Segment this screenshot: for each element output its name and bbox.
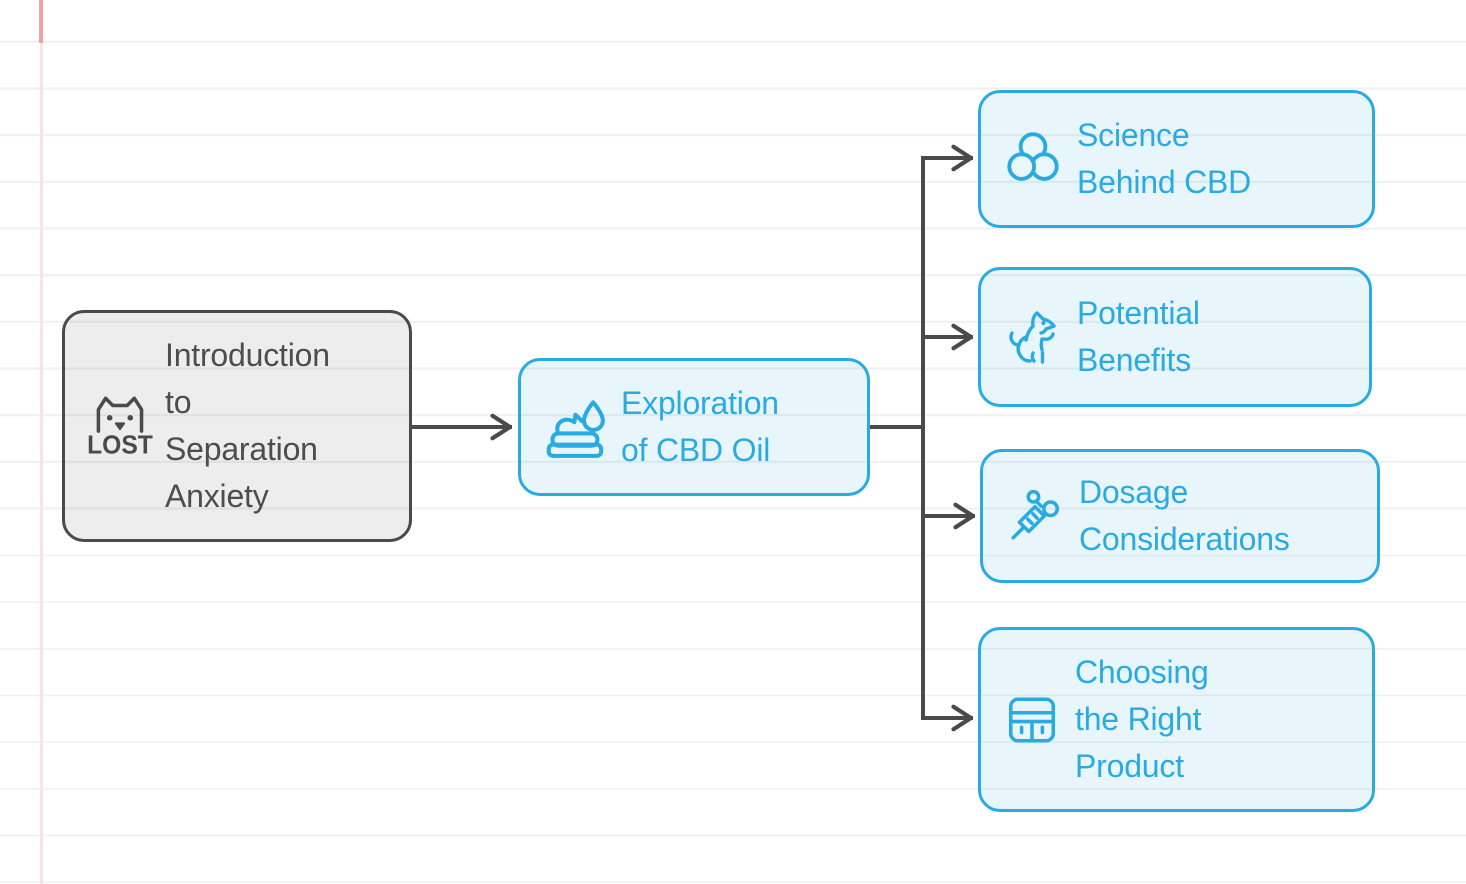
product-cabinet-icon <box>1008 696 1056 743</box>
node-introduction[interactable]: LOST Introduction to Separation Anxiety <box>62 310 412 542</box>
notebook-margin-line <box>40 0 43 884</box>
lost-pet-icon: LOST <box>87 396 153 460</box>
node-benefits[interactable]: Potential Benefits <box>978 267 1372 407</box>
node-product[interactable]: Choosing the Right Product <box>978 627 1375 812</box>
node-science-label: Science Behind CBD <box>1077 117 1252 200</box>
syringe-icon <box>1011 489 1060 540</box>
node-dosage[interactable]: Dosage Considerations <box>980 449 1380 583</box>
node-introduction-label: Introduction to Separation Anxiety <box>165 337 330 514</box>
molecule-icon <box>1007 132 1059 181</box>
notebook-margin-line-top <box>39 0 43 43</box>
node-exploration[interactable]: Exploration of CBD Oil <box>518 358 870 496</box>
dog-icon <box>1009 311 1056 364</box>
node-exploration-label: Exploration of CBD Oil <box>621 385 779 468</box>
node-benefits-label: Potential Benefits <box>1077 295 1200 378</box>
cbd-cream-drop-icon <box>546 400 605 458</box>
node-dosage-label: Dosage Considerations <box>1079 474 1290 557</box>
lost-icon-text: LOST <box>87 432 153 460</box>
node-science[interactable]: Science Behind CBD <box>978 90 1375 228</box>
node-product-label: Choosing the Right Product <box>1075 654 1209 784</box>
